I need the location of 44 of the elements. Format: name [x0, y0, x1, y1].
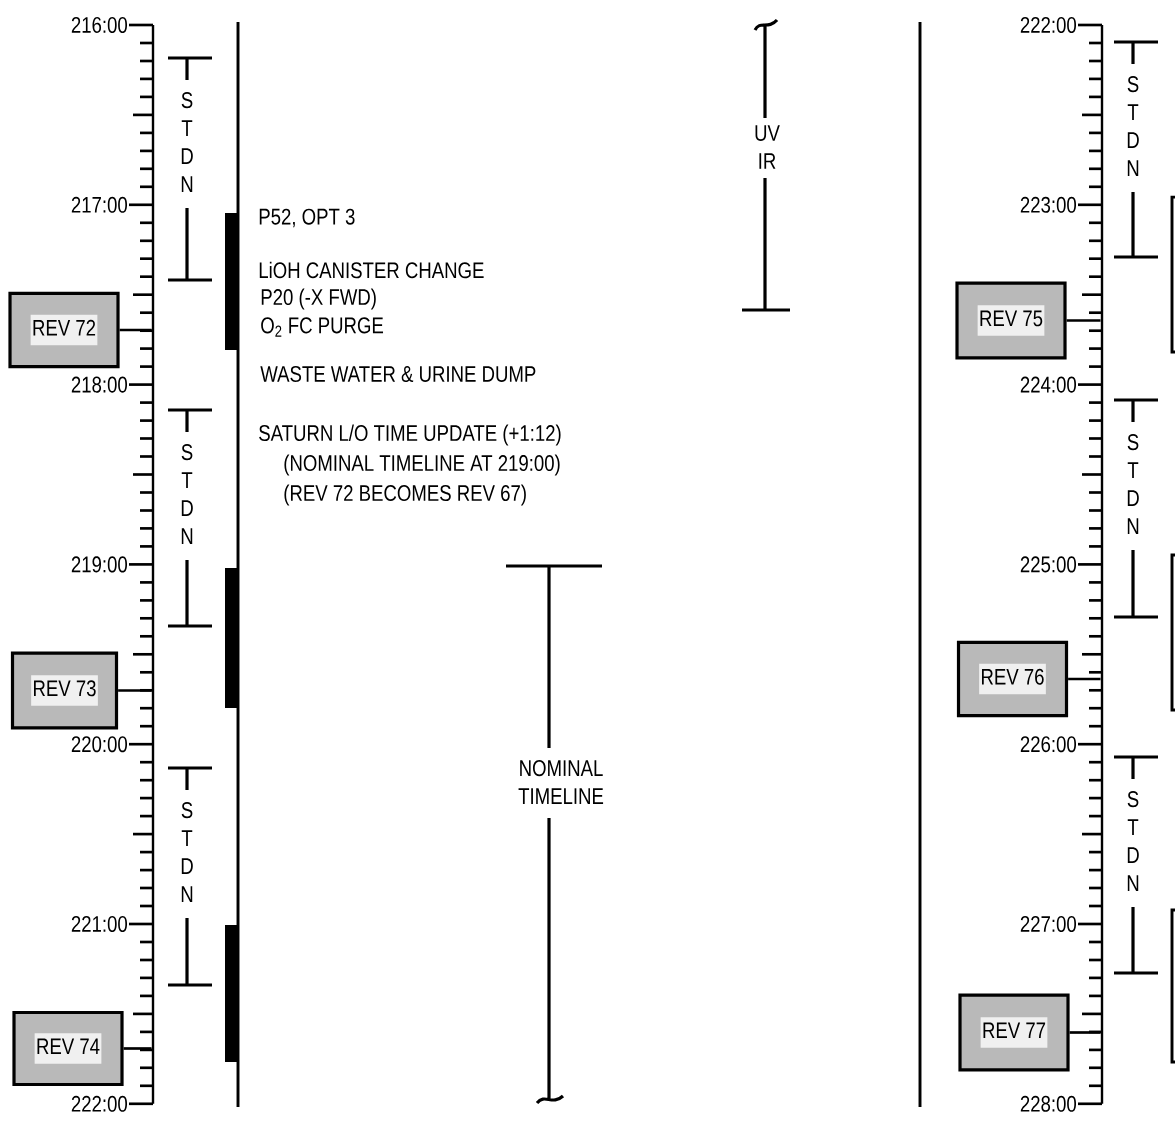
- time-label: 225:00: [1020, 556, 1076, 573]
- shaded-box: REV 77: [958, 993, 1070, 1072]
- shaded-box: REV 76: [956, 640, 1069, 718]
- time-label: 222:00: [1020, 16, 1076, 34]
- activity-text: LiOH CANISTER CHANGE: [259, 261, 484, 279]
- activity-text: P20 (-X FWD): [261, 288, 376, 310]
- shaded-box: REV 75: [955, 281, 1067, 360]
- leader-line: [1069, 1031, 1101, 1034]
- time-label: 218:00: [71, 376, 127, 393]
- time-label: 216:00: [71, 16, 127, 34]
- activity-text: WASTE WATER & URINE DUMP: [260, 365, 536, 383]
- activity-text: (REV 72 BECOMES REV 67): [284, 484, 526, 506]
- time-label: 228:00: [1020, 1095, 1076, 1112]
- time-axis: [151, 25, 155, 1104]
- vertical-label: S T D N: [181, 802, 193, 902]
- shaded-box: REV 74: [12, 1010, 124, 1087]
- time-label: 224:00: [1020, 376, 1076, 393]
- leader-line: [118, 689, 152, 692]
- leader-line: [119, 328, 152, 332]
- activity-text: O$_{2}$ FC PURGE: [261, 317, 383, 337]
- vertical-label: UV IR: [755, 125, 780, 169]
- leader-line: [1066, 319, 1101, 322]
- activity-text: SATURN L/O TIME UPDATE (+1:12): [259, 424, 561, 446]
- activity-text: P52, OPT 3: [259, 208, 355, 228]
- time-label: 227:00: [1020, 915, 1076, 933]
- vertical-label: S T D N: [1127, 434, 1139, 534]
- vertical-label: S T D N: [1127, 791, 1139, 891]
- time-label: 226:00: [1020, 736, 1076, 753]
- time-axis: [1100, 25, 1104, 1104]
- shaded-box: REV 72: [8, 291, 120, 369]
- leader-line: [123, 1047, 152, 1050]
- activity-text: (NOMINAL TIMELINE AT 219:00): [284, 454, 560, 476]
- time-label: 222:00: [71, 1095, 127, 1112]
- time-label: 220:00: [71, 736, 127, 753]
- time-label: 219:00: [71, 556, 127, 573]
- span-label: NOMINAL TIMELINE: [518, 760, 604, 804]
- vertical-label: S T D N: [1127, 76, 1139, 176]
- shaded-box: REV 73: [10, 651, 119, 730]
- vertical-label: S T D N: [181, 92, 193, 192]
- leader-line: [1068, 677, 1101, 681]
- time-label: 223:00: [1020, 196, 1076, 213]
- time-label: 217:00: [71, 196, 127, 213]
- vertical-label: S T D N: [181, 444, 193, 544]
- time-label: 221:00: [71, 915, 127, 933]
